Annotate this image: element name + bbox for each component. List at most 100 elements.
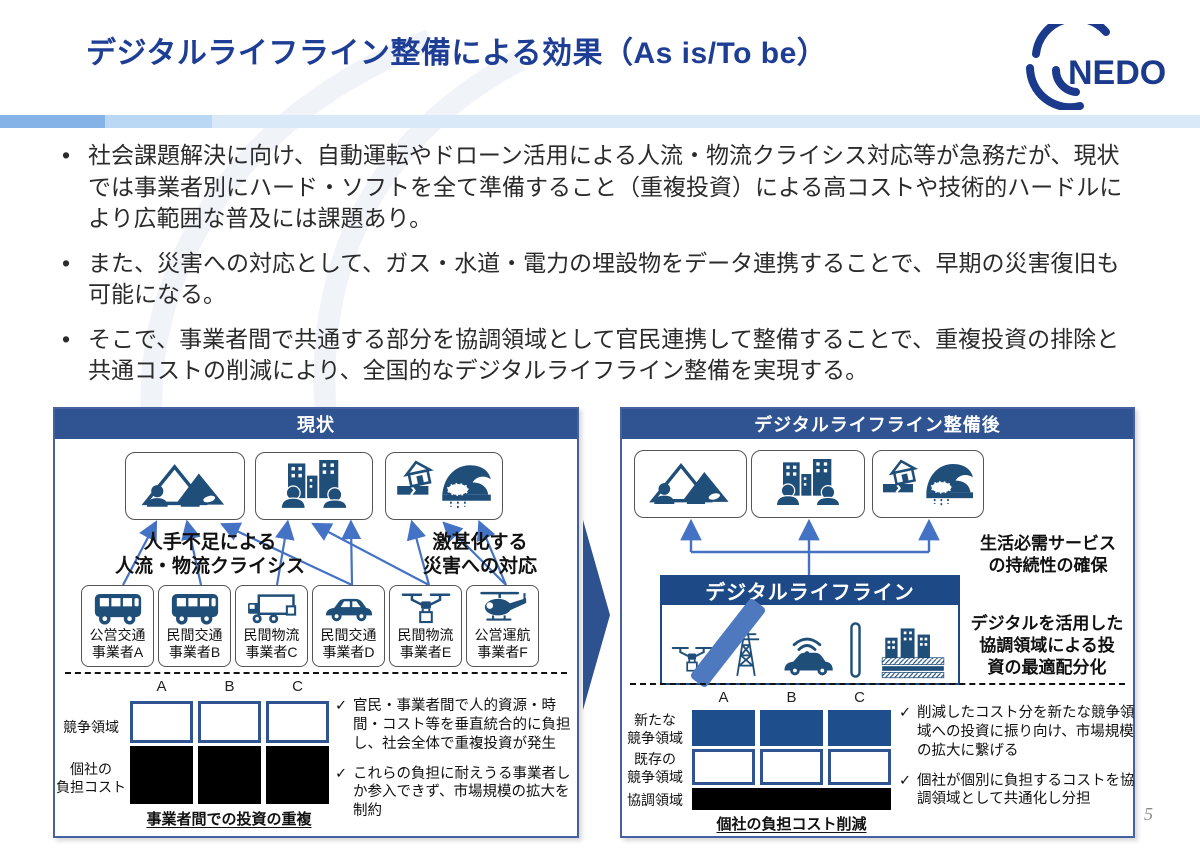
car-icon: [325, 598, 372, 622]
check-icon: ✓: [899, 772, 912, 789]
impact-box-rural: [634, 450, 747, 518]
column-label: B: [786, 689, 797, 706]
new-competitive-cell: [828, 710, 891, 746]
bullet-marker: •: [62, 249, 71, 276]
column-label: C: [854, 689, 865, 706]
cost-cell: [198, 746, 261, 804]
panel-as-is: 現状: [53, 407, 579, 838]
divider-segment: [105, 115, 212, 128]
drone-icon: [671, 646, 713, 672]
operator-boxes: 公営交通 事業者A 民間交通 事業者B: [81, 585, 539, 667]
separator-dashed-line: [630, 683, 1125, 685]
panel-to-be-caption: 個社の負担コスト削減: [716, 816, 867, 833]
bus-icon: [171, 593, 218, 625]
separator-dashed-line: [65, 672, 567, 674]
urban-population-icon: [280, 460, 348, 510]
row-label-cooperative: 協調領域: [627, 792, 683, 808]
new-competitive-cell: [692, 710, 755, 746]
impact-box-disaster: [872, 450, 984, 518]
existing-competitive-cell: [760, 749, 823, 785]
new-competitive-cell: [760, 710, 823, 746]
row-label-existing-competitive: 既存の 競争領域: [627, 751, 683, 785]
page-title: デジタルライフライン整備による効果（As is/To be）: [86, 37, 828, 70]
existing-competitive-cells: [692, 749, 891, 785]
bullet-marker: •: [62, 325, 71, 352]
antenna-pole-icon: [850, 622, 861, 678]
panel-as-is-notes: ✓ 官民・事業者間で人的資源・時間・コスト等を垂直統合的に負担し、社会全体で重複…: [335, 697, 577, 832]
bullet-item: • そこで、事業者間で共通する部分を協調領域として官民連携して整備することで、重…: [62, 324, 1142, 387]
column-label: A: [156, 678, 167, 695]
row-label-competitive: 競争領域: [63, 719, 119, 735]
panel-to-be-notes: ✓ 削減したコスト分を新たな競争領域への投資に振り向け、市場規模の拡大に繋げる …: [899, 704, 1137, 820]
drone-icon: [401, 593, 450, 624]
operator-box: 民間物流 事業者E: [389, 585, 462, 667]
operator-box: 公営交通 事業者A: [81, 585, 154, 667]
check-text: 官民・事業者間で人的資源・時間・コスト等を垂直統合的に負担し、社会全体で重複投資…: [353, 698, 571, 752]
disaster-icon: [397, 460, 491, 509]
bus-icon: [94, 593, 141, 625]
bullet-item: • また、災害への対応として、ガス・水道・電力の埋設物をデータ連携することで、早…: [62, 248, 1142, 311]
panel-as-is-caption: 事業者間での投資の重複: [146, 811, 312, 828]
check-item: ✓ 削減したコスト分を新たな競争領域への投資に振り向け、市場規模の拡大に繋げる: [899, 704, 1137, 761]
helicopter-icon: [479, 591, 526, 621]
divider-segment: [0, 115, 105, 128]
benefit-label-continuity: 生活必需サービス の持続性の確保: [980, 534, 1116, 576]
check-text: 個社が個別に負担するコストを協調領域として共通化し分担: [917, 772, 1135, 808]
crisis-label-left: 人手不足による 人流・物流クライシス: [114, 532, 305, 577]
bullet-marker: •: [62, 142, 71, 168]
competitive-area-cells: [130, 701, 329, 743]
check-item: ✓ 個社が個別に負担するコストを協調領域として共通化し分担: [899, 772, 1137, 810]
panel-to-be-header: デジタルライフライン整備後: [622, 409, 1133, 439]
check-icon: ✓: [335, 765, 348, 782]
connection-arrows: [680, 518, 940, 575]
column-label: B: [224, 678, 235, 695]
nedo-logo-text: NEDO: [1068, 54, 1166, 92]
bullet-text: そこで、事業者間で共通する部分を協調領域として官民連携して整備することで、重複投…: [88, 325, 1120, 384]
operator-box: 民間交通 事業者B: [158, 585, 231, 667]
impact-box-urban: [255, 452, 373, 520]
impact-box-urban: [751, 450, 865, 518]
truck-icon: [247, 594, 296, 624]
competitive-cell: [198, 701, 261, 743]
check-text: これらの負担に耐えうる事業者しか参入できず、市場規模の拡大を制約: [353, 765, 571, 820]
row-label-new-competitive: 新たな 競争領域: [627, 712, 683, 746]
page-number: 5: [1144, 804, 1153, 824]
benefit-label-investment: デジタルを活用した 協調領域による投 資の最適配分化: [970, 614, 1124, 678]
impact-box-disaster: [385, 452, 503, 520]
impact-box-rural: [125, 452, 245, 520]
digital-lifeline-band: デジタルライフライン: [660, 575, 960, 689]
operator-box: 民間交通 事業者D: [312, 585, 385, 667]
nedo-logo: NEDO: [1018, 14, 1190, 112]
cost-cell: [266, 746, 329, 804]
existing-competitive-cell: [692, 749, 755, 785]
rural-population-icon: [141, 464, 225, 507]
transition-arrow: [583, 520, 610, 710]
rural-population-icon: [648, 463, 729, 504]
digital-lifeline-title: デジタルライフライン: [660, 575, 960, 605]
cost-cell: [130, 746, 193, 804]
crisis-label-right: 激甚化する 災害への対応: [422, 532, 537, 577]
panel-to-be: デジタルライフライン整備後: [620, 407, 1135, 838]
cooperative-area-bar: [692, 788, 891, 810]
bullet-text: 社会課題解決に向け、自動運転やドローン活用による人流・物流クライシス対応等が急務…: [88, 142, 1123, 231]
bullet-item: • 社会課題解決に向け、自動運転やドローン活用による人流・物流クライシス対応等が…: [62, 140, 1142, 235]
row-label-individual-cost: 個社の 負担コスト: [56, 761, 126, 795]
column-label: C: [292, 678, 303, 695]
column-label: A: [718, 689, 729, 706]
connected-car-icon: [783, 637, 833, 676]
operator-box: 民間物流 事業者C: [235, 585, 308, 667]
competitive-cell: [266, 701, 329, 743]
disaster-icon: [883, 459, 973, 506]
check-icon: ✓: [335, 698, 348, 714]
divider-segment: [212, 115, 1200, 128]
panel-as-is-header: 現状: [55, 409, 577, 439]
urban-population-icon: [775, 459, 841, 507]
individual-cost-cells: [130, 746, 329, 804]
new-competitive-cells: [692, 710, 891, 746]
check-item: ✓ 官民・事業者間で人的資源・時間・コスト等を垂直統合的に負担し、社会全体で重複…: [335, 697, 577, 754]
summary-bullets: • 社会課題解決に向け、自動運転やドローン活用による人流・物流クライシス対応等が…: [62, 140, 1142, 400]
digital-lifeline-icons: [660, 597, 960, 689]
competitive-cell: [130, 701, 193, 743]
check-item: ✓ これらの負担に耐えうる事業者しか参入できず、市場規模の拡大を制約: [335, 765, 577, 822]
